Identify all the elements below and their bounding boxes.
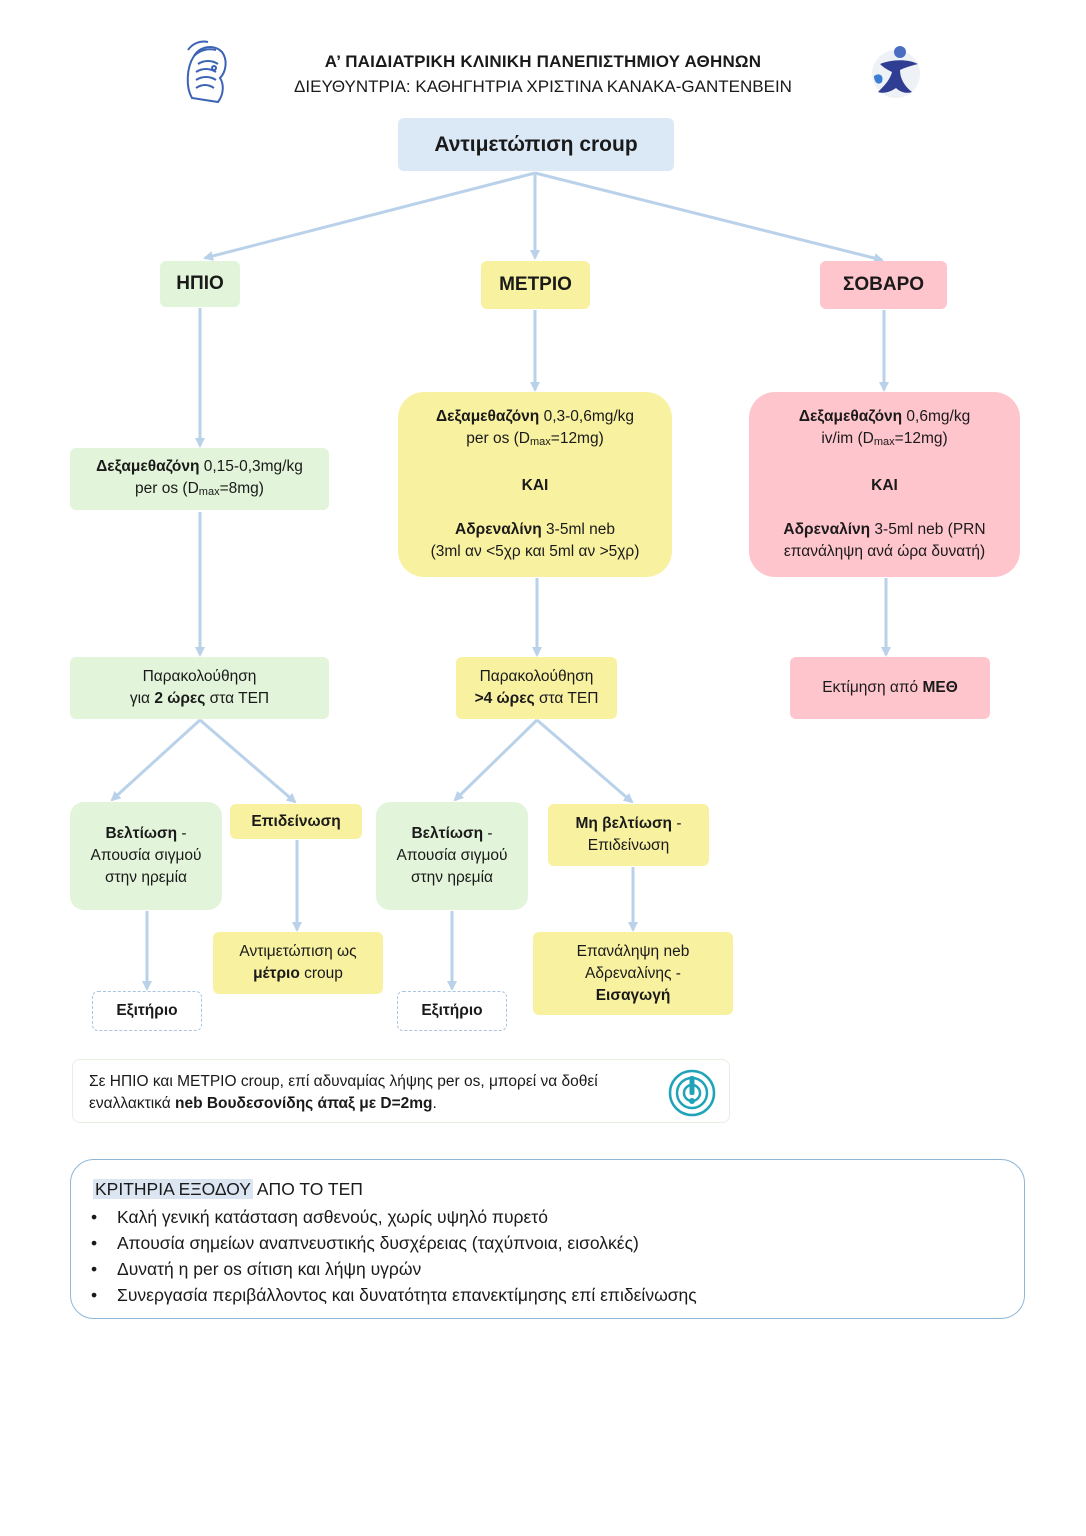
moderate-treatment-box: Δεξαμεθαζόνη 0,3-0,6mg/kg per os (Dmax=1… <box>398 392 672 577</box>
moderate-improve-rest: Απουσία σιγμού στην ηρεμία <box>396 847 508 886</box>
mild-obs-suffix: στα ΤΕΠ <box>205 690 270 707</box>
moderate-repeat-line2: Αδρεναλίνης - <box>585 964 681 982</box>
moderate-obs-suffix: στα ΤΕΠ <box>534 690 599 707</box>
mild-worsening-box: Επιδείνωση <box>230 804 362 839</box>
moderate-dmax-value: =12mg) <box>550 430 604 447</box>
moderate-repeat-bold: Εισαγωγή <box>595 986 671 1004</box>
root-title: Αντιμετώπιση croup <box>434 132 638 156</box>
discharge-criteria-panel: ΚΡΙΤΗΡΙΑ ΕΞΟΔΟΥ ΑΠΟ ΤΟ ΤΕΠ Καλή γενική κ… <box>70 1159 1025 1319</box>
note-line1: Σε ΗΠΙΟ και ΜΕΤΡΙΟ croup, επί αδυναμίας … <box>89 1073 598 1090</box>
note-line2-prefix: εναλλακτικά <box>89 1095 175 1112</box>
moderate-exit-label: Εξιτήριο <box>421 1002 483 1019</box>
severity-severe: ΣΟΒΑΡΟ <box>820 261 947 309</box>
root-node: Αντιμετώπιση croup <box>398 118 674 171</box>
severity-mild: ΗΠΙΟ <box>160 261 240 307</box>
mild-obs-prefix: για <box>129 690 155 707</box>
mild-dex-name: Δεξαμεθαζόνη <box>96 457 200 475</box>
severity-moderate-label: ΜΕΤΡΙΟ <box>499 274 572 295</box>
moderate-noimprove-dash: - <box>672 815 682 832</box>
mild-route: per os (D <box>135 479 199 497</box>
moderate-observation-box: Παρακολούθηση >4 ώρες στα ΤΕΠ <box>456 657 617 719</box>
mild-worsen-label: Επιδείνωση <box>251 812 341 830</box>
severity-severe-label: ΣΟΒΑΡΟ <box>842 274 925 295</box>
arrow-mild-improve <box>110 718 202 802</box>
mild-dex-dose: 0,15-0,3mg/kg <box>199 457 303 475</box>
criteria-item: Δυνατή η per os σίτιση και λήψη υγρών <box>71 1256 1024 1282</box>
severe-adr-note: επανάληψη ανά ώρα δυνατή) <box>783 543 986 560</box>
moderate-adr-name: Αδρεναλίνη <box>455 521 542 538</box>
arrow-moderate-improve <box>453 718 539 802</box>
moderate-adr-note: (3ml αν <5χρ και 5ml αν >5χρ) <box>430 543 640 560</box>
mild-treat-bold: μέτριο <box>253 965 300 982</box>
severe-adr-name: Αδρεναλίνη <box>783 521 871 538</box>
athena-logo-icon <box>186 40 227 104</box>
mild-observation-box: Παρακολούθηση για 2 ώρες στα ΤΕΠ <box>70 657 329 719</box>
criteria-item: Συνεργασία περιβάλλοντος και δυνατότητα … <box>71 1282 1024 1308</box>
child-figure-logo-icon <box>872 46 920 98</box>
mild-treat-line1: Αντιμετώπιση ως <box>239 943 357 960</box>
arrow-moderate-noimprove <box>536 718 634 804</box>
severe-route: iv/im (D <box>821 430 874 447</box>
criteria-title-rest: ΑΠΟ ΤΟ ΤΕΠ <box>252 1179 363 1199</box>
criteria-title-highlight: ΚΡΙΤΗΡΙΑ ΕΞΟΔΟΥ <box>93 1179 253 1199</box>
arrow-root-mild <box>203 171 536 261</box>
budesonide-note: Σε ΗΠΙΟ και ΜΕΤΡΙΟ croup, επί αδυναμίας … <box>72 1059 730 1123</box>
mild-obs-line1: Παρακολούθηση <box>142 668 257 685</box>
severe-dmax-sub: max <box>873 436 895 448</box>
criteria-item: Καλή γενική κατάσταση ασθενούς, χωρίς υψ… <box>71 1204 1024 1230</box>
moderate-repeat-box: Επανάληψη neb Αδρεναλίνης - Εισαγωγή <box>533 932 733 1015</box>
severe-dex-name: Δεξαμεθαζόνη <box>798 408 903 425</box>
clinic-title: Α’ ΠΑΙΔΙΑΤΡΙΚΗ ΚΛΙΝΙΚΗ ΠΑΝΕΠΙΣΤΗΜΙΟΥ ΑΘΗ… <box>324 52 762 71</box>
moderate-improvement-box: Βελτίωση - Απουσία σιγμού στην ηρεμία <box>376 802 528 910</box>
severity-mild-label: ΗΠΙΟ <box>176 273 224 294</box>
moderate-dex-name: Δεξαμεθαζόνη <box>435 408 540 425</box>
severe-treatment-box: Δεξαμεθαζόνη 0,6mg/kg iv/im (Dmax=12mg) … <box>749 392 1020 577</box>
severe-dmax-value: =12mg) <box>894 430 948 447</box>
severe-and: ΚΑΙ <box>871 477 898 494</box>
moderate-route: per os (D <box>466 430 530 447</box>
criteria-item: Απουσία σημείων αναπνευστικής δυσχέρειας… <box>71 1230 1024 1256</box>
clinic-director: ΔΙΕΥΘΥΝΤΡΙΑ: ΚΑΘΗΓΗΤΡΙΑ ΧΡΙΣΤΙΝΑ ΚΑΝΑΚΑ-… <box>294 77 792 96</box>
moderate-discharge-box: Εξιτήριο <box>397 991 507 1031</box>
moderate-no-improvement-box: Μη βελτίωση - Επιδείνωση <box>548 804 709 866</box>
severity-moderate: ΜΕΤΡΙΟ <box>481 261 590 309</box>
moderate-obs-hours: >4 ώρες <box>474 690 535 707</box>
moderate-noimprove-bold: Μη βελτίωση <box>575 815 673 832</box>
mild-treat-as-moderate-box: Αντιμετώπιση ως μέτριο croup <box>213 932 383 994</box>
mild-exit-label: Εξιτήριο <box>116 1002 178 1019</box>
mild-dmax-sub: max <box>198 485 220 498</box>
mild-improve-dash: - <box>177 825 187 842</box>
severe-adr-dose: 3-5ml neb (PRN <box>870 521 986 538</box>
mild-treat-suffix: croup <box>299 965 343 982</box>
moderate-obs-line1: Παρακολούθηση <box>479 668 594 685</box>
moderate-adr-dose: 3-5ml neb <box>541 521 615 538</box>
arrow-root-severe <box>534 171 884 263</box>
moderate-improve-dash: - <box>483 825 493 842</box>
mild-obs-hours: 2 ώρες <box>154 690 206 707</box>
mild-discharge-box: Εξιτήριο <box>92 991 202 1031</box>
severe-icu-box: Εκτίμηση από ΜΕΘ <box>790 657 990 719</box>
moderate-noimprove-rest: Επιδείνωση <box>587 837 670 854</box>
criteria-list: Καλή γενική κατάσταση ασθενούς, χωρίς υψ… <box>71 1204 1024 1308</box>
mild-improve-bold: Βελτίωση <box>105 825 178 842</box>
arrow-mild-worsen <box>199 718 297 804</box>
note-line2-bold: neb Βουδεσονίδης άπαξ με D=2mg <box>175 1095 433 1112</box>
severe-dex-dose: 0,6mg/kg <box>902 408 971 425</box>
severe-icu-bold: ΜΕΘ <box>922 679 958 696</box>
note-line2-suffix: . <box>432 1095 437 1112</box>
moderate-improve-bold: Βελτίωση <box>411 825 484 842</box>
alert-icon <box>668 1069 716 1117</box>
moderate-and: ΚΑΙ <box>521 477 549 494</box>
mild-dmax-value: =8mg) <box>219 479 264 497</box>
moderate-dex-dose: 0,3-0,6mg/kg <box>539 408 635 425</box>
mild-dexamethasone-box: Δεξαμεθαζόνη 0,15-0,3mg/kg per os (Dmax=… <box>70 448 329 510</box>
moderate-repeat-line1: Επανάληψη neb <box>576 942 690 960</box>
mild-improve-rest: Απουσία σιγμού στην ηρεμία <box>90 847 202 886</box>
severe-icu-text: Εκτίμηση από <box>822 679 923 696</box>
mild-improvement-box: Βελτίωση - Απουσία σιγμού στην ηρεμία <box>70 802 222 910</box>
moderate-dmax-sub: max <box>529 436 551 448</box>
